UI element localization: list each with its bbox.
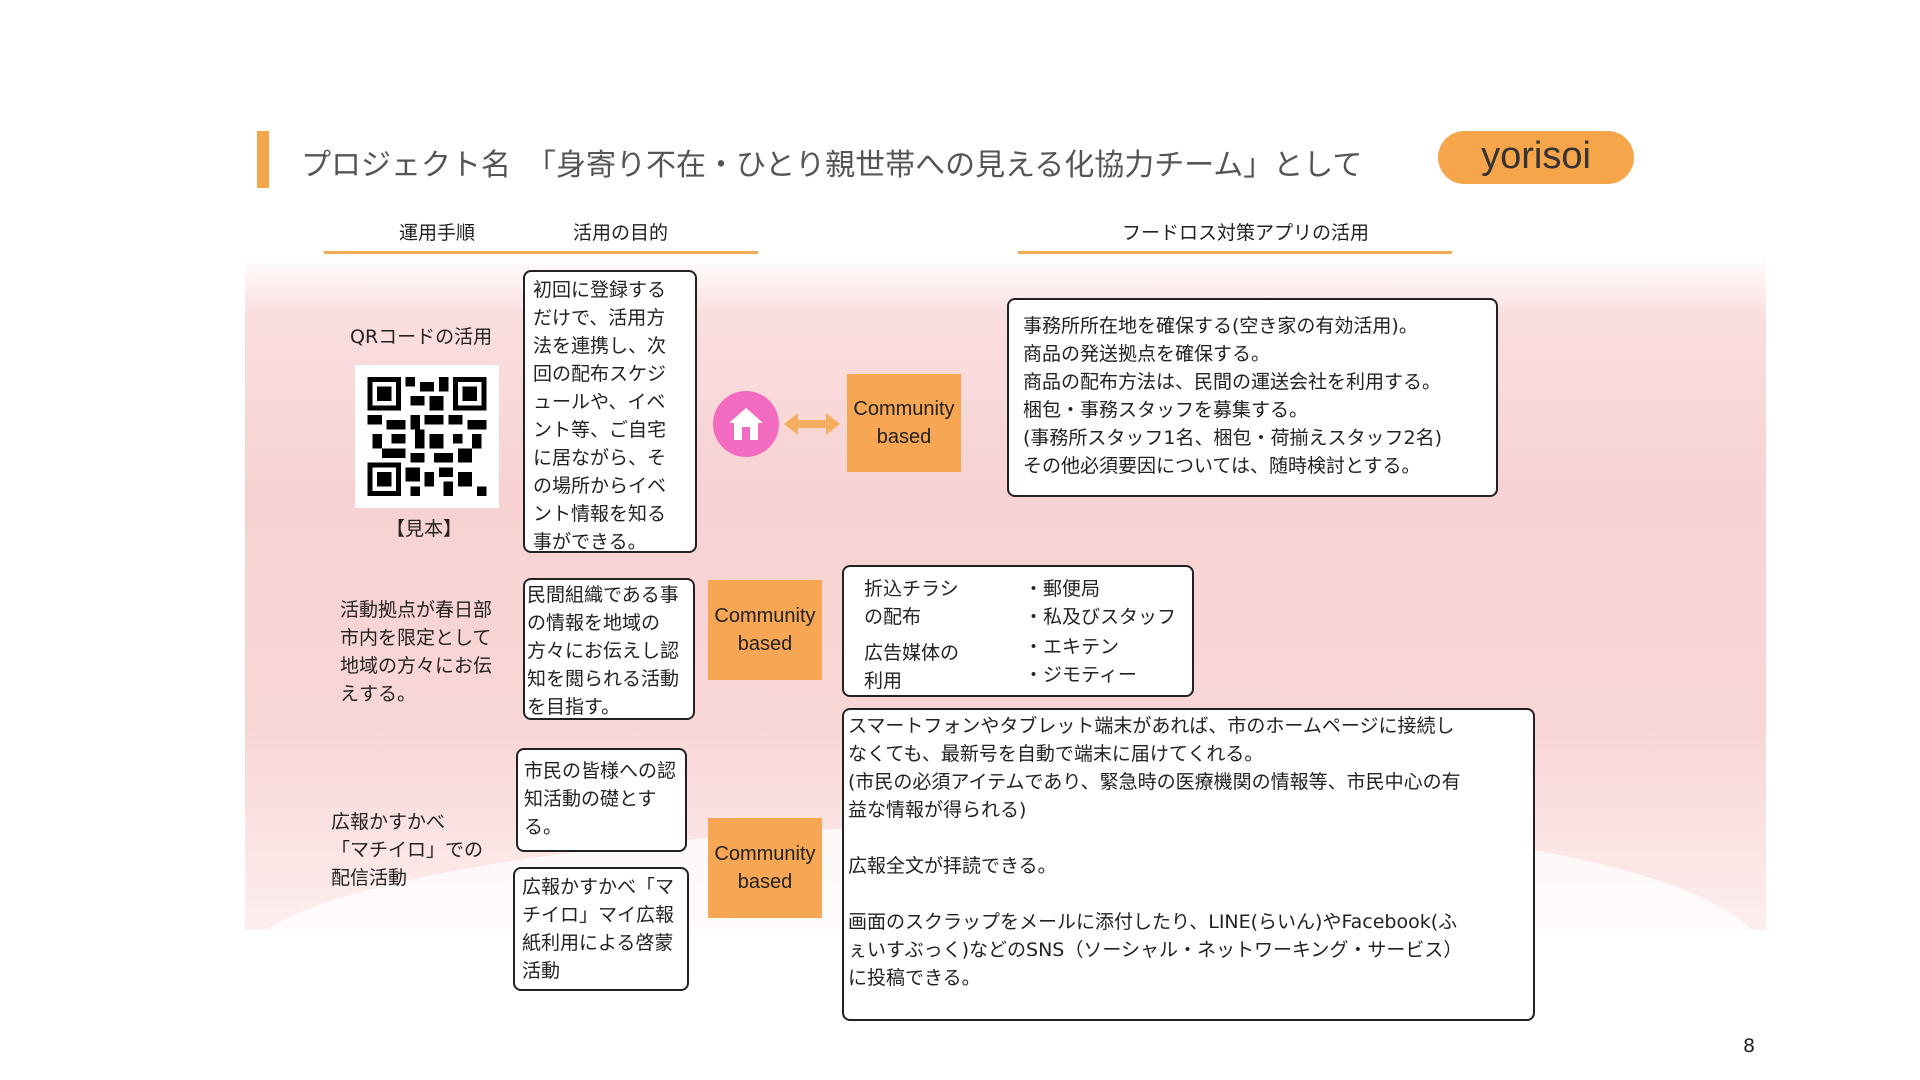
text-line: 市民の皆様への認 [524,760,677,782]
text-line [848,880,1529,908]
column-header-procedure: 運用手順 [399,222,476,244]
app-box-machiiro: スマートフォンやタブレット端末があれば、市のホームページに接続し なくても、最新… [842,708,1535,1021]
text-line: に投稿できる。 [848,967,981,989]
text-line: 配信活動 [331,867,408,889]
text-line: の場所からイベ [533,475,667,497]
text-line: 広告媒体の [864,642,960,664]
badge-text: Community [714,605,816,627]
logo-yorisoi: yorisoi [1438,131,1634,184]
procedure-label-base: 活動拠点が春日部 市内を限定として 地域の方々にお伝 えする。 [340,596,492,708]
qr-code [355,365,499,508]
app-box-office: 事務所所在地を確保する(空き家の有効活用)。 商品の発送拠点を確保する。 商品の… [1007,298,1498,497]
text-line: スマートフォンやタブレット端末があれば、市のホームページに接続し [848,715,1455,737]
text-line: 活動 [522,960,561,982]
media-items-ads: ・エキテン ・ジモティー [1024,633,1137,689]
media-items-flyer: ・郵便局 ・私及びスタッフ [1024,575,1176,631]
text-line: 知活動の礎とす [524,788,657,810]
text-line: 紙利用による啓蒙 [522,932,674,954]
text-line: 広報かすかべ「マ [522,876,675,898]
purpose-box-qr: 初回に登録する だけで、活用方 法を連携し、次 回の配布スケジ ュールや、イベ … [523,270,697,553]
community-based-badge: Community based [847,374,961,472]
text-line: 方々にお伝えし認 [527,640,680,662]
text-line: 地域の方々にお伝 [340,655,493,677]
text-line: ・郵便局 [1024,578,1101,600]
media-label-flyer: 折込チラシ の配布 [864,575,959,631]
community-based-badge: Community based [708,580,822,680]
text-line: を目指す。 [527,696,621,718]
purpose-box-awareness: 市民の皆様への認 知活動の礎とす る。 [516,748,687,852]
text-line: の配布 [864,606,922,628]
text-line: だけで、活用方 [533,307,666,329]
text-line: なくても、最新号を自動で端末に届けてくれる。 [848,743,1264,765]
purpose-box-base: 民間組織である事 の情報を地域の 方々にお伝えし認 知を閲られる活動 を目指す。 [523,578,695,720]
badge-text: Community [714,843,816,865]
text-line: 商品の配布方法は、民間の運送会社を利用する。 [1023,371,1442,393]
page-title: プロジェクト名 「身寄り不在・ひとり親世帯への見える化協力チーム」として [301,148,1363,183]
text-line: (事務所スタッフ1名、梱包・荷揃えスタッフ2名) [1023,427,1443,449]
text-line: 事務所所在地を確保する(空き家の有効活用)。 [1023,315,1418,337]
badge-text: based [876,426,932,448]
text-line: 広報かすかべ [331,811,446,833]
text-line: 広報全文が拝読できる。 [848,855,1057,877]
text-line: 活動拠点が春日部 [340,599,493,621]
text-line: ・私及びスタッフ [1024,606,1177,628]
qr-label: QRコードの活用 [350,326,493,348]
column-header-app: フードロス対策アプリの活用 [1122,222,1370,244]
title-accent-bar [257,131,269,188]
header-underline [1018,251,1452,254]
badge-text: Community [853,398,955,420]
text-line: 市内を限定として [340,627,492,649]
text-line [848,824,1529,852]
text-line: 法を連携し、次 [533,335,667,357]
text-line: えする。 [340,683,417,705]
double-arrow-icon [784,411,840,441]
text-line: ・エキテン [1024,636,1120,658]
text-line: 回の配布スケジ [533,363,667,385]
background-wave [245,254,1766,314]
text-line: 折込チラシ [864,578,959,600]
text-line: ぇいすぶっく)などのSNS（ソーシャル・ネットワーキング・サービス） [848,939,1463,961]
text-line: 民間組織である事 [527,584,679,606]
text-line: チイロ」マイ広報 [522,904,675,926]
home-icon [713,391,779,457]
community-based-badge: Community based [708,818,822,918]
column-header-purpose: 活用の目的 [573,222,669,244]
text-line: その他必須要因については、随時検討とする。 [1023,455,1421,477]
text-line: ュールや、イベ [533,391,666,413]
procedure-label-machiiro: 広報かすかべ 「マチイロ」での 配信活動 [331,808,483,892]
text-line: 梱包・事務スタッフを募集する。 [1023,399,1309,421]
text-line: 益な情報が得られる) [848,799,1027,821]
text-line: る。 [524,816,563,838]
text-line: ント等、ご自宅 [533,419,667,441]
text-line: ント情報を知る [533,503,667,525]
text-line: (市民の必須アイテムであり、緊急時の医療機関の情報等、市民中心の有 [848,771,1461,793]
text-line: 利用 [864,670,903,692]
media-box: 折込チラシ の配布 ・郵便局 ・私及びスタッフ 広告媒体の 利用 ・エキテン ・… [842,565,1194,697]
text-line: 画面のスクラップをメールに添付したり、LINE(らいん)やFacebook(ふ [848,911,1458,933]
text-line: 初回に登録する [533,279,667,301]
text-line: 商品の発送拠点を確保する。 [1023,343,1271,365]
badge-text: based [737,633,793,655]
media-label-ads: 広告媒体の 利用 [864,639,959,695]
text-line: ・ジモティー [1024,664,1137,686]
text-line: 知を閲られる活動 [527,668,680,690]
text-line: に居ながら、そ [533,447,667,469]
text-line: 事ができる。 [533,531,647,553]
text-line: の情報を地域の [527,612,661,634]
page-number: 8 [1743,1035,1756,1057]
qr-caption: 【見本】 [386,518,463,540]
header-underline [324,251,758,254]
purpose-box-enlightenment: 広報かすかべ「マ チイロ」マイ広報 紙利用による啓蒙 活動 [513,867,689,991]
text-line: 「マチイロ」での [331,839,484,861]
badge-text: based [737,871,793,893]
